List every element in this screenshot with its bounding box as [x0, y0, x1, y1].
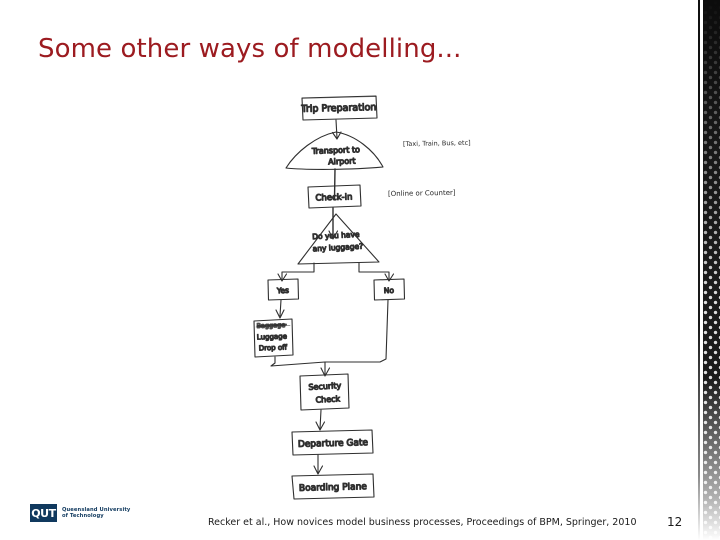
- node-label-decision-line1: Do you have: [312, 230, 360, 241]
- qut-logo: QUT Queensland University of Technology: [30, 504, 130, 522]
- qut-logo-mark: QUT: [30, 504, 57, 522]
- node-branch-yes: [267, 278, 300, 301]
- node-label-luggage-struck: Baggage: [256, 321, 285, 330]
- node-boarding-plane: [291, 473, 375, 500]
- node-check-in: [307, 184, 362, 209]
- node-label-transport-line1: Transport to: [311, 145, 361, 156]
- node-label-luggage-line2: Drop off: [259, 344, 288, 353]
- node-label-no: No: [384, 286, 395, 295]
- node-branch-no: [373, 278, 406, 301]
- edge-checkin-to-decision: [328, 207, 339, 240]
- hand-drawn-flowchart-image: Trip Preparation Transport to Airport: [230, 86, 510, 502]
- flowchart-svg: Trip Preparation Transport to Airport: [253, 95, 471, 500]
- edge-trip-to-transport: [331, 119, 342, 140]
- edge-security-to-gate: [315, 409, 326, 431]
- footer-citation: Recker et al., How novices model busines…: [208, 517, 637, 528]
- node-label-security-line1: Security: [308, 381, 342, 392]
- qut-wordmark-line2: of Technology: [62, 513, 104, 519]
- qut-logo-wordmark: Queensland University of Technology: [62, 507, 130, 520]
- node-luggage-decision: [297, 213, 380, 265]
- node-luggage-drop-off: [253, 318, 294, 358]
- edge-yes-to-luggage: [275, 299, 285, 319]
- node-label-luggage-line1: Luggage: [257, 332, 287, 341]
- strip-halftone-dots: [703, 0, 720, 540]
- node-label-trip-preparation: Trip Preparation: [300, 102, 376, 115]
- annotation-checkin-options: [Online or Counter]: [388, 189, 456, 198]
- edge-decision-branches: [277, 262, 395, 282]
- node-label-decision-line2: any luggage?: [312, 242, 363, 254]
- node-label-transport-line2: Airport: [328, 157, 356, 167]
- node-label-departure-gate: Departure Gate: [298, 438, 369, 450]
- edge-merge-to-security: [270, 299, 389, 377]
- qut-wordmark-line1: Queensland University: [62, 506, 131, 513]
- node-label-boarding-plane: Boarding Plane: [299, 482, 368, 494]
- decorative-right-strip: [698, 0, 720, 540]
- node-security-check: [299, 373, 350, 411]
- page-title: Some other ways of modelling...: [38, 34, 462, 64]
- edge-transport-to-checkin: [333, 168, 336, 200]
- annotation-transport-options: [Taxi, Train, Bus, etc]: [403, 139, 471, 148]
- edge-gate-to-boarding: [313, 454, 324, 475]
- node-label-check-in: Check-in: [315, 193, 352, 204]
- node-departure-gate: [291, 429, 374, 456]
- node-transport-to-airport: [285, 131, 384, 170]
- node-label-yes: Yes: [276, 286, 290, 295]
- strip-rail: [698, 0, 700, 540]
- page-number: 12: [667, 515, 683, 529]
- node-trip-preparation: [301, 95, 378, 121]
- node-label-security-line2: Check: [315, 394, 340, 404]
